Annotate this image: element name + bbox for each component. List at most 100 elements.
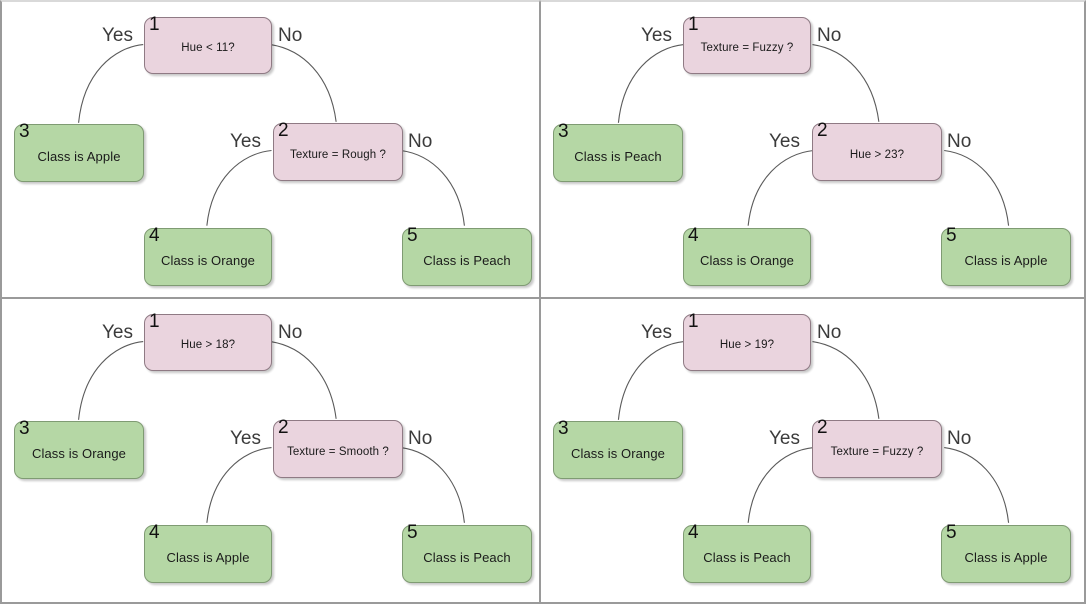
branch-label-n2-yes: Yes bbox=[769, 428, 800, 449]
node-label: Class is Orange bbox=[161, 252, 255, 268]
node-label: Texture = Fuzzy ? bbox=[700, 42, 794, 55]
tree-node-2[interactable]: 2 Texture = Fuzzy ? bbox=[812, 417, 942, 478]
node-id: 3 bbox=[558, 121, 569, 142]
decision-tree: Yes No Yes No 1 Texture = Fuzzy ? 2 Hue … bbox=[541, 2, 1084, 297]
branch-label-n1-no: No bbox=[278, 322, 303, 343]
node-label: Class is Orange bbox=[571, 445, 665, 461]
edge-n2-no-n5 bbox=[944, 149, 1010, 226]
node-label: Hue < 11? bbox=[181, 42, 235, 55]
edge-n1-no-n2 bbox=[812, 44, 880, 122]
tree-node-1[interactable]: 1 Hue < 11? bbox=[144, 14, 272, 74]
node-label: Class is Apple bbox=[964, 252, 1048, 268]
tree-node-1[interactable]: 1 Texture = Fuzzy ? bbox=[683, 14, 811, 74]
edge-n1-no-n2 bbox=[812, 341, 880, 419]
node-label: Class is Orange bbox=[700, 252, 794, 268]
tree-node-4[interactable]: 4 Class is Apple bbox=[144, 522, 272, 583]
node-id: 3 bbox=[19, 121, 30, 142]
branch-label-n1-no: No bbox=[278, 25, 303, 46]
decision-tree: Yes No Yes No 1 Hue > 18? 2 Texture = Sm… bbox=[2, 299, 539, 602]
node-label: Class is Apple bbox=[166, 549, 250, 565]
node-id: 5 bbox=[946, 225, 957, 246]
node-id: 4 bbox=[688, 522, 699, 543]
edge-n2-yes-n4 bbox=[206, 149, 272, 226]
tree-node-3[interactable]: 3 Class is Apple bbox=[14, 121, 144, 182]
decision-tree: Yes No Yes No 1 Hue < 11? 2 Texture = Ro… bbox=[2, 2, 539, 297]
branch-label-n1-no: No bbox=[817, 322, 842, 343]
edge-n1-no-n2 bbox=[270, 44, 337, 122]
node-label: Class is Apple bbox=[37, 148, 121, 164]
node-id: 1 bbox=[149, 311, 160, 332]
edge-n1-yes-n3 bbox=[617, 44, 684, 123]
branch-label-n2-yes: Yes bbox=[230, 428, 261, 449]
tree-node-4[interactable]: 4 Class is Orange bbox=[144, 225, 272, 286]
node-id: 4 bbox=[688, 225, 699, 246]
edge-n2-no-n5 bbox=[400, 446, 465, 523]
node-id: 5 bbox=[407, 522, 418, 543]
edge-n2-yes-n4 bbox=[747, 446, 814, 523]
node-id: 3 bbox=[19, 418, 30, 439]
panel-tree-bottom-right: Yes No Yes No 1 Hue > 19? 2 Texture = Fu… bbox=[540, 298, 1086, 604]
tree-node-5[interactable]: 5 Class is Apple bbox=[941, 522, 1071, 583]
edge-n2-yes-n4 bbox=[747, 149, 814, 226]
edge-n2-no-n5 bbox=[400, 149, 465, 226]
node-label: Class is Peach bbox=[703, 549, 791, 565]
tree-node-4[interactable]: 4 Class is Orange bbox=[683, 225, 811, 286]
node-id: 2 bbox=[817, 417, 828, 438]
edge-n2-yes-n4 bbox=[206, 446, 272, 523]
node-label: Texture = Rough ? bbox=[290, 148, 386, 161]
branch-label-n1-yes: Yes bbox=[102, 25, 133, 46]
branch-label-n2-no: No bbox=[947, 428, 972, 449]
tree-node-4[interactable]: 4 Class is Peach bbox=[683, 522, 811, 583]
tree-node-5[interactable]: 5 Class is Peach bbox=[402, 225, 532, 286]
node-id: 3 bbox=[558, 418, 569, 439]
node-id: 5 bbox=[407, 225, 418, 246]
tree-node-3[interactable]: 3 Class is Orange bbox=[14, 418, 144, 479]
panel-tree-top-left: Yes No Yes No 1 Hue < 11? 2 Texture = Ro… bbox=[0, 0, 540, 298]
node-label: Texture = Smooth ? bbox=[287, 445, 389, 458]
branch-label-n2-yes: Yes bbox=[769, 131, 800, 152]
branch-label-n2-no: No bbox=[408, 428, 433, 449]
branch-label-n1-no: No bbox=[817, 25, 842, 46]
edge-n1-yes-n3 bbox=[78, 44, 144, 123]
node-label: Hue > 18? bbox=[180, 339, 236, 352]
tree-node-1[interactable]: 1 Hue > 19? bbox=[683, 311, 811, 371]
node-id: 2 bbox=[817, 120, 828, 141]
edge-n2-no-n5 bbox=[944, 446, 1010, 523]
edge-n1-no-n2 bbox=[270, 341, 337, 419]
node-label: Texture = Fuzzy ? bbox=[830, 445, 924, 458]
branch-label-n2-no: No bbox=[408, 131, 433, 152]
node-id: 2 bbox=[278, 120, 289, 141]
decision-tree: Yes No Yes No 1 Hue > 19? 2 Texture = Fu… bbox=[541, 299, 1084, 602]
node-label: Class is Peach bbox=[423, 549, 511, 565]
node-id: 4 bbox=[149, 522, 160, 543]
node-id: 1 bbox=[688, 14, 699, 35]
branch-label-n1-yes: Yes bbox=[102, 322, 133, 343]
tree-node-5[interactable]: 5 Class is Apple bbox=[941, 225, 1071, 286]
tree-node-2[interactable]: 2 Hue > 23? bbox=[812, 120, 942, 181]
tree-node-3[interactable]: 3 Class is Peach bbox=[553, 121, 683, 182]
node-id: 2 bbox=[278, 417, 289, 438]
node-label: Hue > 19? bbox=[719, 339, 775, 352]
node-id: 4 bbox=[149, 225, 160, 246]
branch-label-n2-yes: Yes bbox=[230, 131, 261, 152]
node-id: 5 bbox=[946, 522, 957, 543]
panel-tree-bottom-left: Yes No Yes No 1 Hue > 18? 2 Texture = Sm… bbox=[0, 298, 540, 604]
node-label: Class is Peach bbox=[574, 148, 662, 164]
branch-label-n2-no: No bbox=[947, 131, 972, 152]
tree-node-3[interactable]: 3 Class is Orange bbox=[553, 418, 683, 479]
edge-n1-yes-n3 bbox=[617, 341, 684, 420]
tree-node-5[interactable]: 5 Class is Peach bbox=[402, 522, 532, 583]
tree-node-2[interactable]: 2 Texture = Rough ? bbox=[273, 120, 403, 181]
node-id: 1 bbox=[149, 14, 160, 35]
node-label: Class is Peach bbox=[423, 252, 511, 268]
node-label: Class is Orange bbox=[32, 445, 126, 461]
branch-label-n1-yes: Yes bbox=[641, 322, 672, 343]
tree-node-2[interactable]: 2 Texture = Smooth ? bbox=[273, 417, 403, 478]
node-label: Class is Apple bbox=[964, 549, 1048, 565]
panel-tree-top-right: Yes No Yes No 1 Texture = Fuzzy ? 2 Hue … bbox=[540, 0, 1086, 298]
node-id: 1 bbox=[688, 311, 699, 332]
node-label: Hue > 23? bbox=[849, 148, 905, 161]
tree-node-1[interactable]: 1 Hue > 18? bbox=[144, 311, 272, 371]
branch-label-n1-yes: Yes bbox=[641, 25, 672, 46]
